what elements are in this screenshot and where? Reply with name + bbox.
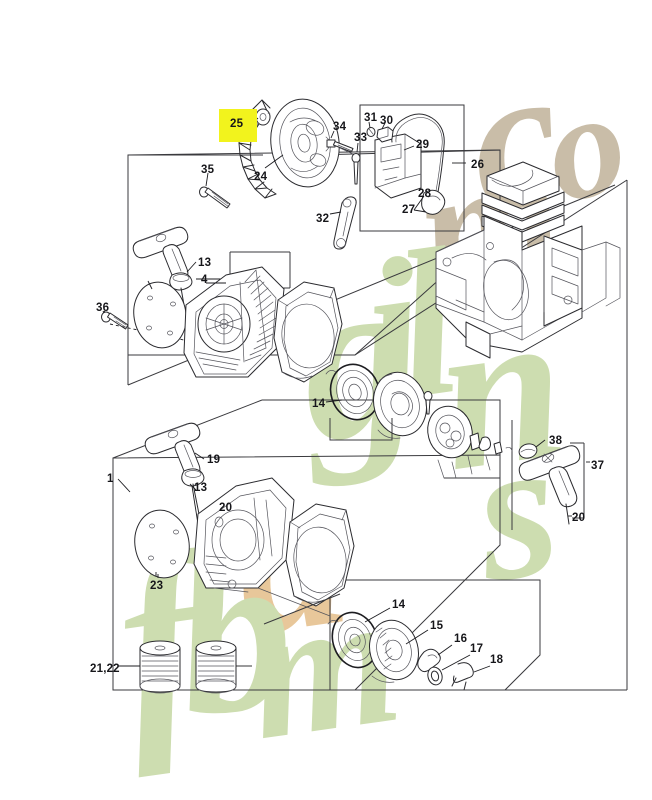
- part-label-32: 32: [316, 213, 330, 225]
- starter-handle-lower-part-19: [144, 422, 205, 478]
- screw-part-35: [199, 172, 231, 209]
- rope-rotor-part-15: [369, 619, 429, 683]
- part-label-28: 28: [418, 188, 432, 200]
- part-label-23: 23: [150, 580, 164, 592]
- part-label-19: 19: [207, 454, 221, 466]
- cover-plate-part-23: [134, 509, 190, 579]
- part-label-26: 26: [471, 159, 485, 171]
- ignition-module-box: [359, 104, 465, 232]
- flywheel-nut-part-25: [255, 108, 271, 126]
- starter-housing-upper-part-4: [183, 266, 285, 378]
- cover-plate-upper: [133, 280, 187, 349]
- cap-part-38: [518, 439, 546, 459]
- part-label-1: 1: [107, 473, 114, 485]
- nut-part-31: [366, 121, 376, 137]
- part-label-24: 24: [254, 171, 268, 183]
- part-label-14a: 14: [312, 398, 326, 410]
- spring-clip-part-18: [451, 662, 491, 691]
- part-label-4: 4: [201, 274, 208, 286]
- part-label-35: 35: [201, 164, 215, 176]
- starter-housing-lower: [193, 477, 295, 593]
- screw-upper-right: [423, 391, 433, 415]
- washer-part-17: [427, 654, 471, 686]
- part-label-31: 31: [364, 112, 378, 124]
- part-label-30: 30: [380, 115, 394, 127]
- clutch-assembly-upper: [427, 405, 513, 479]
- part-label-37: 37: [591, 460, 605, 472]
- part-label-16: 16: [454, 633, 468, 645]
- part-label-15: 15: [430, 620, 444, 632]
- engine-block-part-26: [435, 161, 621, 359]
- panel-clutch-detail: [329, 579, 541, 691]
- fan-cover-upper: [273, 281, 343, 383]
- part-label-13b: 13: [194, 482, 208, 494]
- part-label-27: 27: [402, 204, 416, 216]
- part-label-29: 29: [416, 139, 430, 151]
- screw-part-33: [351, 142, 361, 185]
- linkage-rod-part-32: [329, 196, 357, 250]
- rope-rotor-upper: [373, 371, 427, 439]
- flywheel-part-24: [238, 98, 340, 199]
- part-label-25: 25: [230, 118, 244, 130]
- part-label-14b: 14: [392, 599, 406, 611]
- highlight-box-part-25[interactable]: [219, 109, 257, 142]
- spark-plug-boot-part-27: [413, 189, 446, 215]
- rope-grommet-lower-part-13: [181, 468, 205, 525]
- part-label-38: 38: [549, 435, 563, 447]
- part-label-36: 36: [96, 302, 110, 314]
- terminal-part-30: [376, 122, 394, 143]
- part-label-17: 17: [470, 643, 484, 655]
- starter-grip-part-37: [518, 445, 581, 525]
- part-label-20a: 20: [219, 502, 233, 514]
- part-label-33: 33: [354, 132, 368, 144]
- part-label-18: 18: [490, 654, 504, 666]
- fan-cover-lower: [285, 503, 355, 607]
- part-label-21,22: 21,22: [90, 663, 120, 675]
- filter-element-part-21-22: [118, 640, 252, 694]
- part-label-13a: 13: [198, 257, 212, 269]
- screw-part-34: [326, 130, 354, 155]
- part-label-20b: 20: [572, 512, 586, 524]
- part-label-34: 34: [333, 121, 347, 133]
